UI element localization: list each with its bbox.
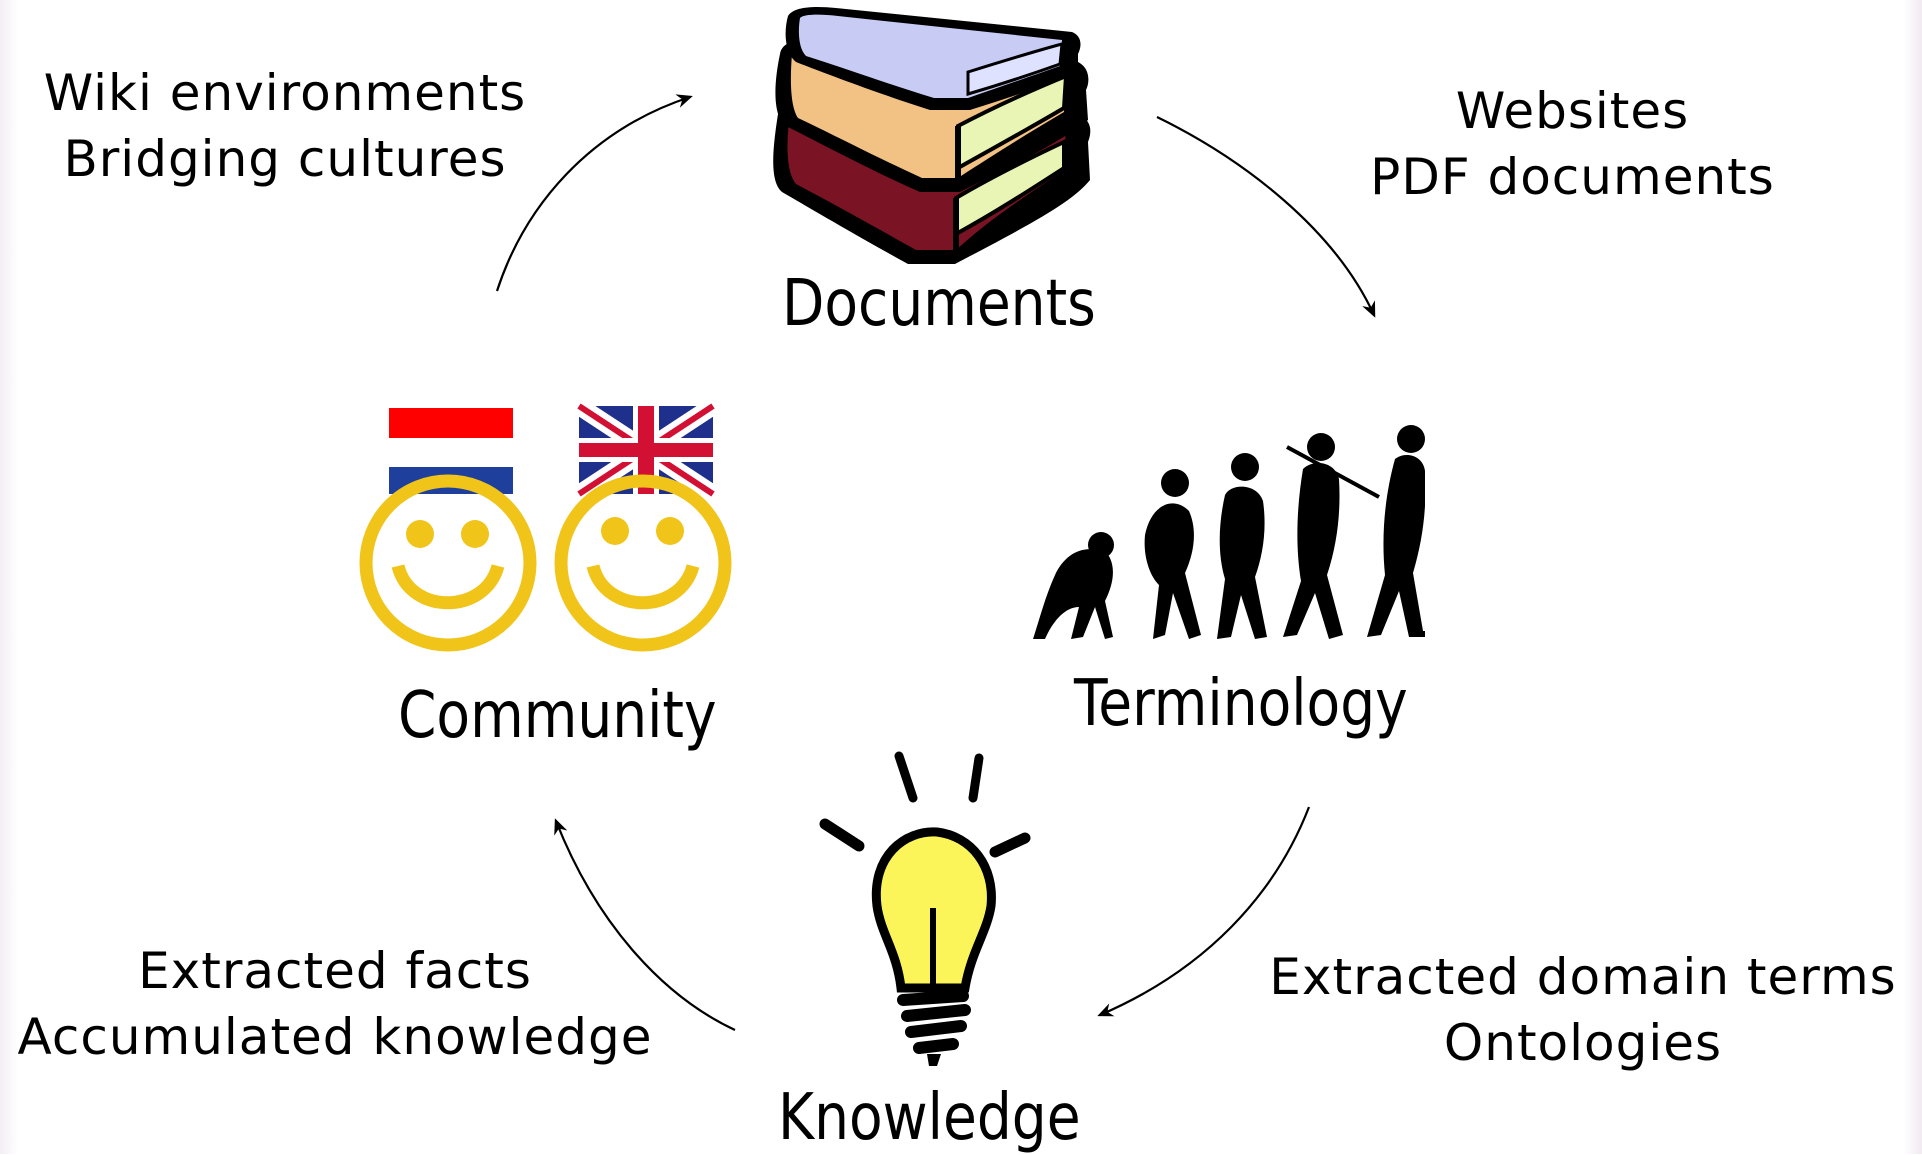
smiley-with-uk-flag-icon (554, 474, 732, 652)
arrow-knowledge-to-community (554, 818, 736, 1031)
node-label-terminology: Terminology (1074, 667, 1408, 741)
caption-documents-to-terminology: Websites PDF documents (1370, 82, 1775, 206)
arrow-documents-to-terminology (1156, 116, 1376, 318)
node-label-documents: Documents (782, 267, 1096, 341)
community-icon-group (359, 400, 732, 652)
caption-knowledge-to-community: Extracted facts Accumulated knowledge (17, 942, 653, 1066)
node-label-knowledge: Knowledge (778, 1081, 1081, 1155)
node-label-community: Community (398, 679, 717, 753)
arrow-community-to-documents (495, 94, 693, 292)
stack-of-books-icon (773, 6, 1091, 265)
caption-community-to-documents: Wiki environments Bridging cultures (43, 64, 527, 188)
dutch-flag-icon (389, 408, 513, 494)
smiley-with-dutch-flag-icon (359, 474, 537, 652)
caption-terminology-to-knowledge: Extracted domain terms Ontologies (1269, 948, 1897, 1072)
arrow-terminology-to-knowledge (1097, 806, 1311, 1017)
light-bulb-icon (819, 751, 1031, 1066)
right-edge-decoration (1904, 0, 1922, 1154)
evolution-of-man-icon (1033, 425, 1425, 639)
left-edge-decoration (0, 0, 18, 1154)
